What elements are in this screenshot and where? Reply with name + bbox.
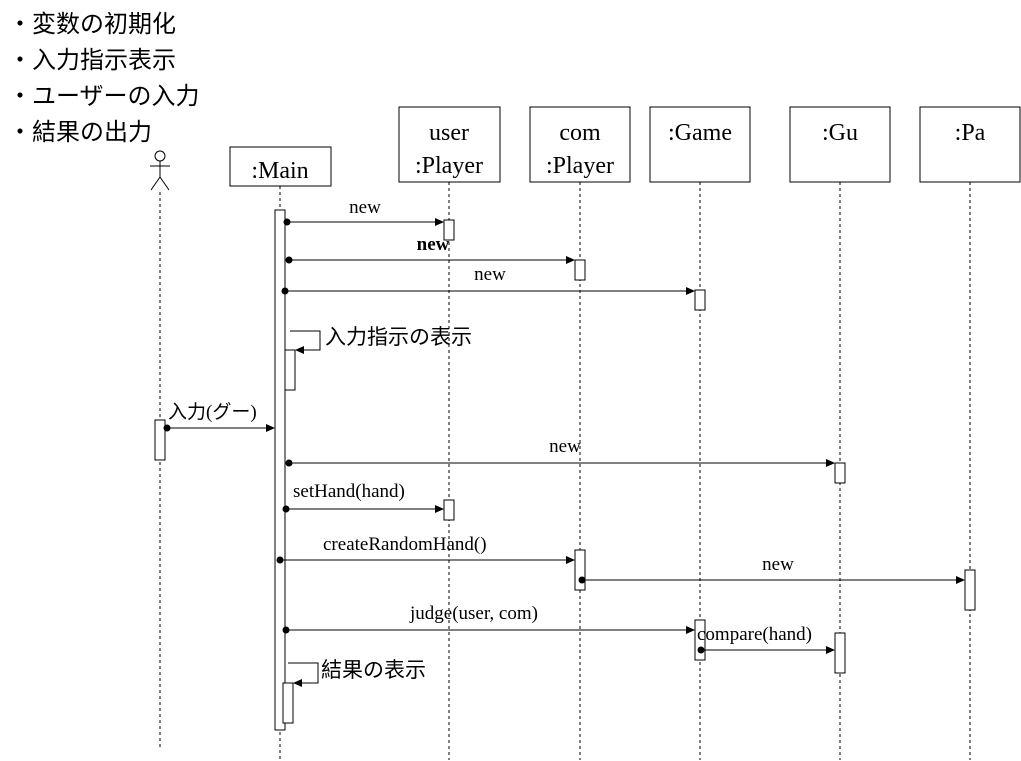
message-label: new xyxy=(474,264,506,285)
activation-bar-com xyxy=(574,259,586,281)
message-start-dot xyxy=(282,505,290,513)
lifeline-type: :Player xyxy=(546,153,614,179)
activation-bar-user xyxy=(443,499,455,521)
activation-bar-gu xyxy=(834,632,846,674)
note-list: 変数の初期化 入力指示表示 ユーザーの入力 結果の出力 xyxy=(8,6,200,150)
message-label: 結果の表示 xyxy=(321,658,426,682)
lifeline-box-game xyxy=(649,106,751,183)
message-label: new xyxy=(417,234,450,255)
note-item: 変数の初期化 xyxy=(8,6,200,42)
message-start-dot xyxy=(163,424,171,432)
activation-bar-main-self xyxy=(284,349,296,391)
lifeline-box-main xyxy=(229,146,332,187)
lifeline-name: com xyxy=(559,120,601,146)
message-label: new xyxy=(349,197,381,218)
message-start-dot xyxy=(578,576,586,584)
message-start-dot xyxy=(283,218,291,226)
message-label: new xyxy=(762,554,794,575)
message-label: createRandomHand() xyxy=(323,534,487,555)
note-item: 結果の出力 xyxy=(8,114,200,150)
activation-bar-game xyxy=(694,289,706,311)
activation-bar-main-self xyxy=(282,682,294,724)
lifeline-box-com xyxy=(529,106,631,183)
activation-bar-actor xyxy=(154,419,166,461)
stick-figure-icon xyxy=(150,150,170,191)
lifeline-type: :Player xyxy=(415,153,483,179)
note-item: 入力指示表示 xyxy=(8,42,200,78)
message-label: compare(hand) xyxy=(697,624,812,645)
lifeline-box-gu xyxy=(789,106,891,183)
lifeline-name: user xyxy=(429,120,469,146)
message-label: new xyxy=(549,436,581,457)
activation-bar-user xyxy=(443,219,455,241)
activation-bar-com xyxy=(574,549,586,591)
lifeline-name: :Main xyxy=(251,158,308,184)
message-start-dot xyxy=(282,626,290,634)
lifeline-box-user xyxy=(398,106,501,183)
note-item: ユーザーの入力 xyxy=(8,78,200,114)
message-label: 入力(グー) xyxy=(168,401,257,423)
activation-bar-pa xyxy=(964,569,976,611)
self-message-arrow xyxy=(288,662,319,687)
message-label: setHand(hand) xyxy=(293,481,405,502)
lifeline-name: :Game xyxy=(668,120,732,146)
activation-bar-main xyxy=(274,209,286,731)
activation-bar-gu xyxy=(834,462,846,484)
message-start-dot xyxy=(285,256,293,264)
lifeline-name: :Gu xyxy=(822,120,858,146)
message-label: 入力指示の表示 xyxy=(325,325,472,349)
message-start-dot xyxy=(276,556,284,564)
activation-bar-game xyxy=(694,619,706,661)
message-label: judge(user, com) xyxy=(409,603,538,624)
message-start-dot xyxy=(285,459,293,467)
message-start-dot xyxy=(697,646,705,654)
lifeline-name: :Pa xyxy=(955,120,986,146)
self-message-arrow xyxy=(290,330,321,354)
message-start-dot xyxy=(281,287,289,295)
lifeline-box-pa xyxy=(919,106,1021,183)
